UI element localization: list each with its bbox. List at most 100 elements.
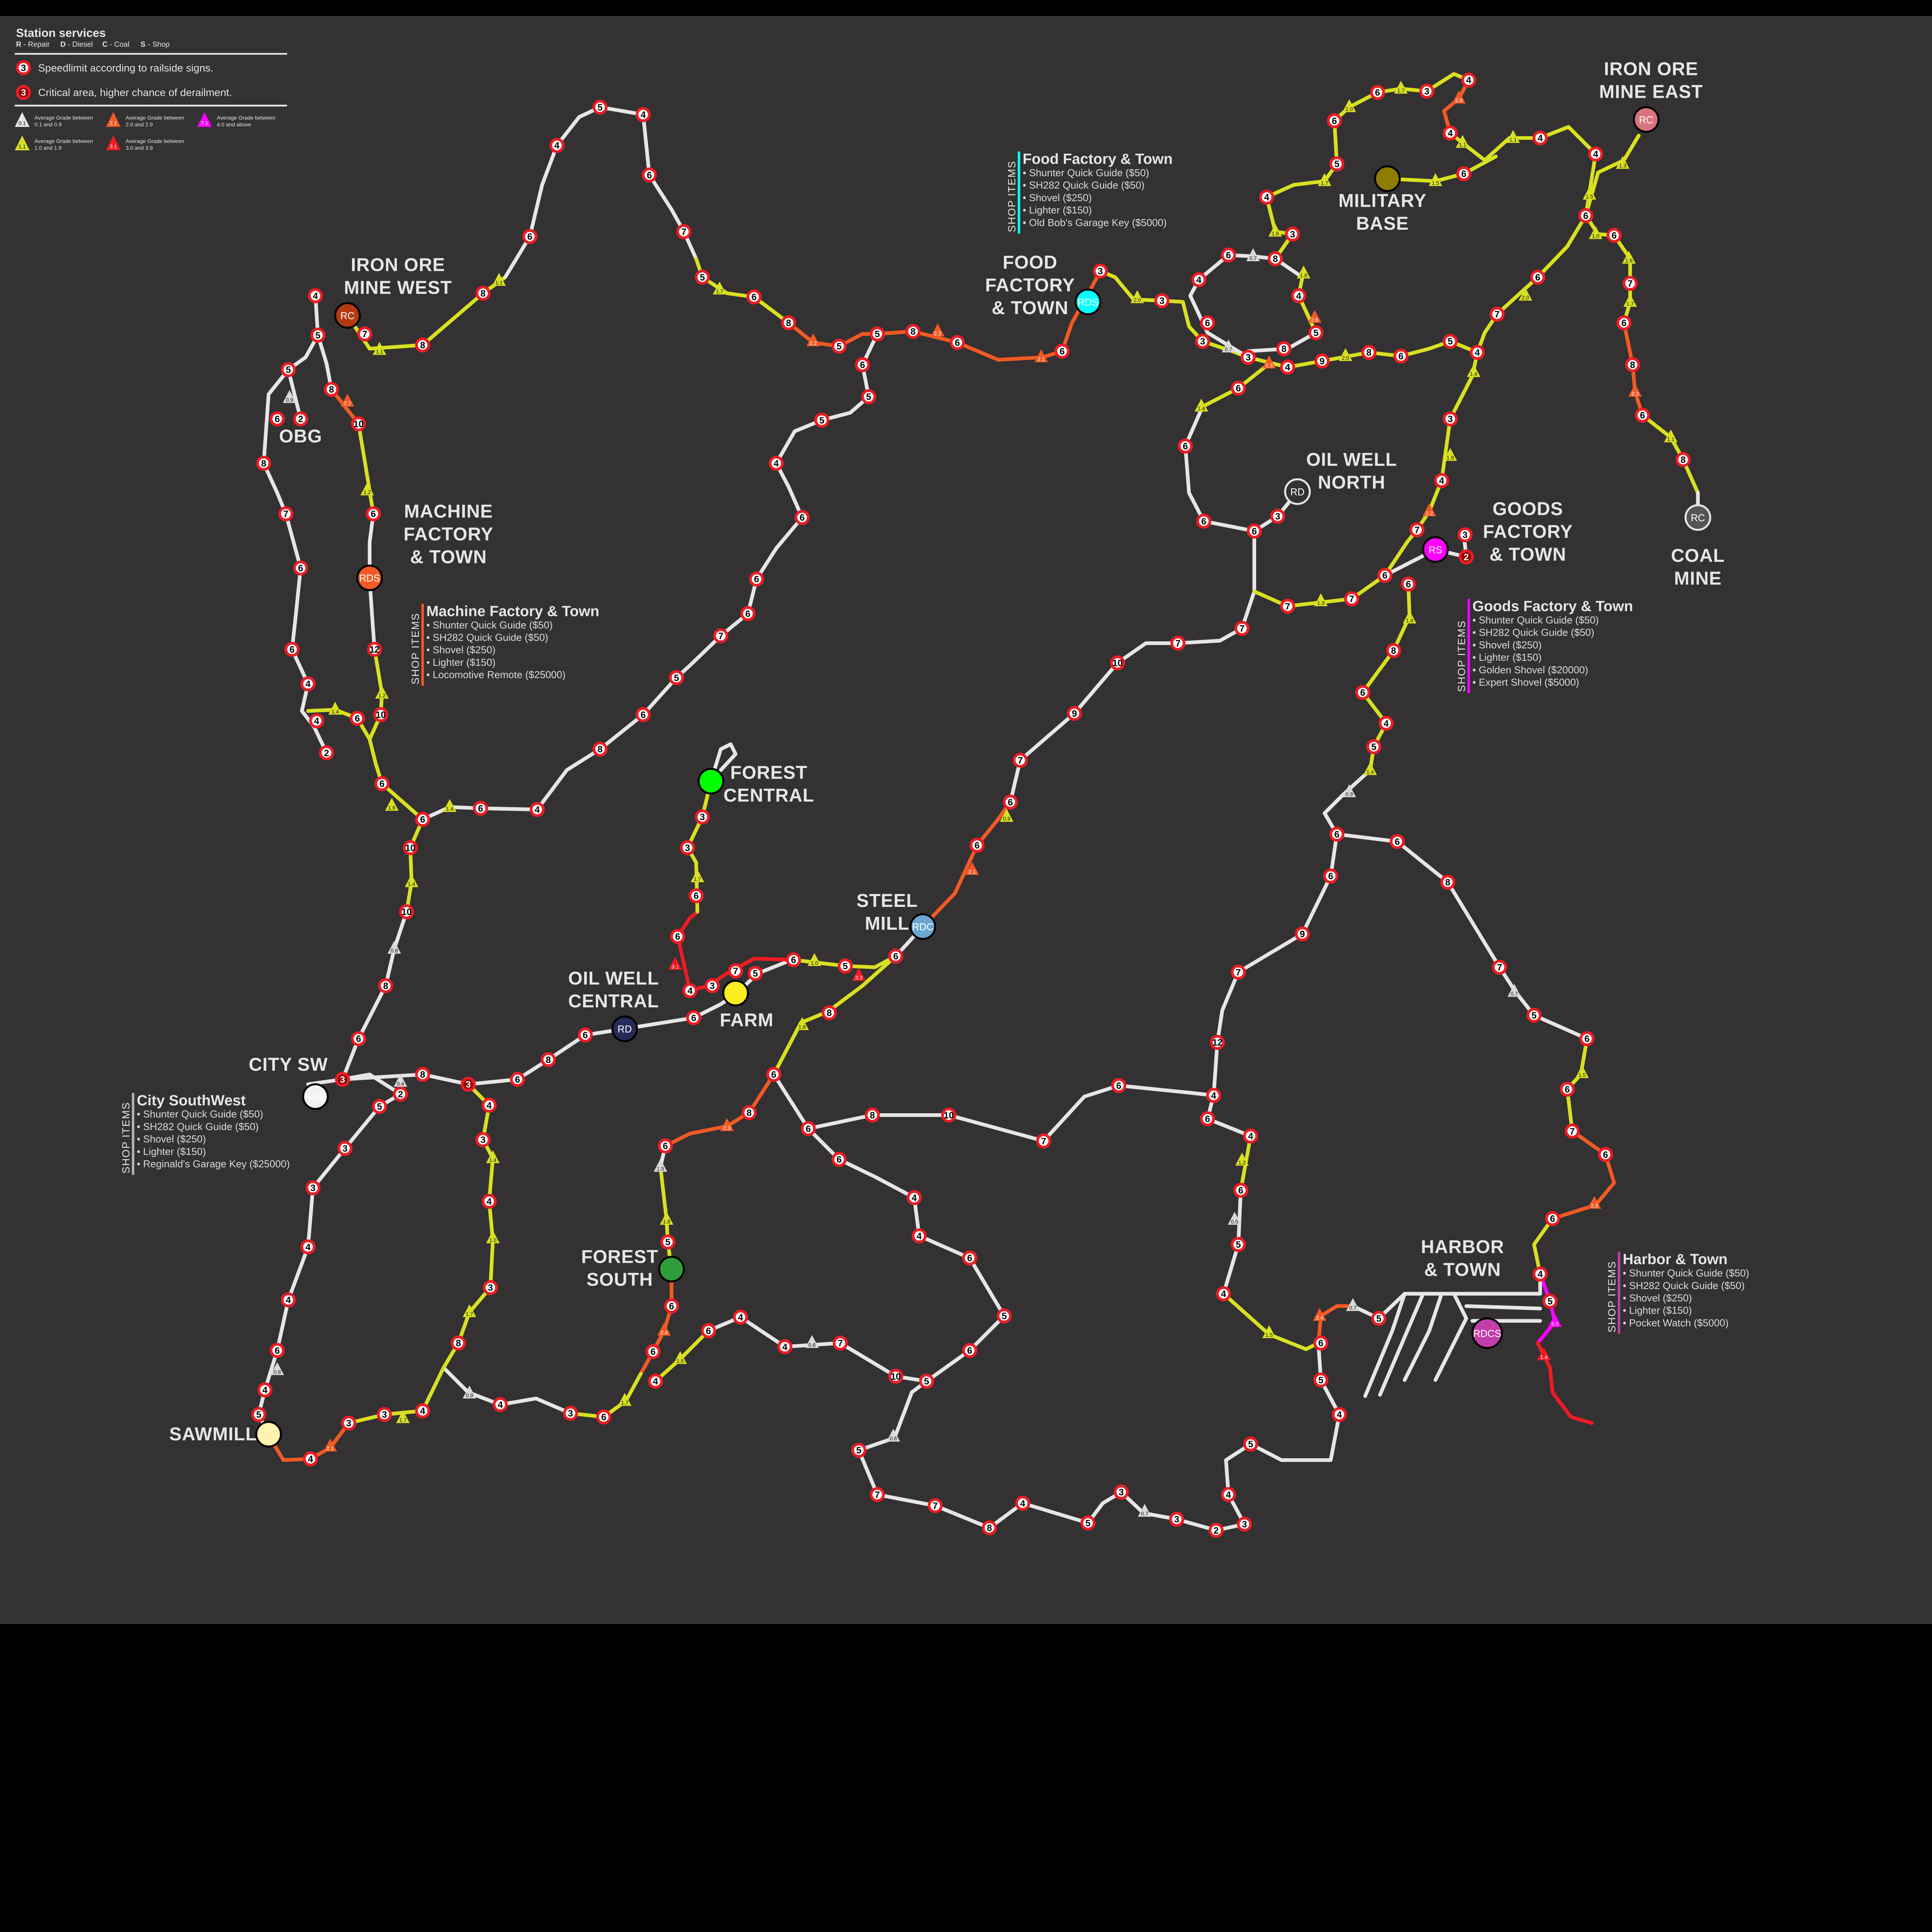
speed-sign-icon <box>833 1335 848 1351</box>
speed-limit-value: 3 <box>1200 337 1205 347</box>
speed-sign-icon <box>541 1052 556 1067</box>
speed-limit-value: 12 <box>1212 1037 1223 1048</box>
shop-item: • Golden Shovel ($20000) <box>1473 664 1588 675</box>
speed-limit-value: 6 <box>675 932 680 942</box>
shop-panel-accent-bar <box>1617 1252 1621 1334</box>
shop-items-heading: SHOP ITEMS <box>120 1102 132 1174</box>
track-segment <box>1442 78 1471 135</box>
speed-sign-icon <box>350 711 365 726</box>
grade-value: 1.7 <box>1626 301 1634 307</box>
speed-sign-icon <box>592 99 608 115</box>
station-marker-icon <box>697 768 724 795</box>
speed-limit-value: 6 <box>515 1075 520 1085</box>
speed-sign-icon <box>1295 926 1310 942</box>
speed-sign-icon <box>1313 1372 1328 1388</box>
critical-legend-text: Critical area, higher chance of derailme… <box>38 87 232 99</box>
speed-limit-value: 6 <box>1332 116 1337 126</box>
speed-sign-icon <box>1458 527 1473 543</box>
speed-limit-value: 3 <box>685 843 690 853</box>
grade-value: 2.3 <box>723 1125 731 1131</box>
speed-limit-value: 8 <box>597 744 602 755</box>
grade-triangle-icon <box>15 135 30 151</box>
grade-value: 0.8 <box>391 948 398 954</box>
track-segment <box>1206 832 1339 1138</box>
speed-sign-icon <box>855 357 870 372</box>
critical-speed-sign-icon <box>461 1077 476 1092</box>
speed-sign-icon <box>861 389 876 405</box>
speed-limit-value: 4 <box>687 986 693 996</box>
speed-limit-value: 8 <box>480 288 485 299</box>
speed-sign-icon <box>256 456 271 471</box>
track-segment <box>1403 1292 1444 1382</box>
grade-value: 1.2 <box>1238 1160 1246 1165</box>
grade-value: 2.3 <box>1631 391 1639 397</box>
speed-sign-icon <box>869 326 885 342</box>
grade-value: 0.4 <box>397 1081 404 1087</box>
speed-sign-icon <box>1469 345 1485 360</box>
station-name-label: GOODS <box>1493 499 1563 519</box>
speed-limit-value: 6 <box>1383 571 1388 581</box>
speed-sign-icon <box>415 337 430 353</box>
speed-limit-value: 7 <box>1414 525 1419 536</box>
speed-limit-value: 4 <box>917 1231 922 1242</box>
service-key-c: C <box>102 41 108 49</box>
speed-limit-value: 4 <box>486 1100 492 1111</box>
speed-limit-value: 4 <box>1384 718 1389 729</box>
speed-limit-value: 6 <box>1318 1338 1323 1349</box>
speed-sign-icon <box>1054 344 1070 359</box>
speed-limit-value: 6 <box>694 891 699 901</box>
grade-value: 2.6 <box>1455 98 1463 104</box>
track-segment <box>357 422 375 516</box>
grade-triangle-icon <box>1346 1298 1360 1311</box>
speed-sign-icon <box>337 1141 353 1156</box>
station-name-label: CITY SW <box>249 1054 328 1075</box>
shop-item: • SH282 Quick Guide ($50) <box>1023 179 1145 191</box>
speed-sign-icon <box>1291 288 1306 303</box>
speed-limit-value: 6 <box>1205 1114 1210 1124</box>
speed-sign-icon <box>1280 359 1295 375</box>
speed-sign-icon <box>713 628 728 643</box>
speed-sign-icon <box>801 1121 816 1136</box>
speed-limit-value: 4 <box>306 1242 311 1252</box>
grade-value: 2.2 <box>1425 510 1433 516</box>
speed-limit-value: 6 <box>1565 1084 1570 1095</box>
speed-limit-value: 6 <box>275 414 280 425</box>
grade-triangle-icon <box>1313 1308 1327 1321</box>
grade-triangle-icon <box>1422 503 1436 517</box>
speed-limit-value: 6 <box>647 170 652 180</box>
speed-sign-icon <box>1543 1293 1558 1309</box>
grade-value: 2.1 <box>968 869 976 875</box>
speed-sign-icon <box>1565 1123 1580 1139</box>
station-farm: FARM <box>720 980 773 1031</box>
speed-limit-value: 6 <box>745 609 750 619</box>
speed-sign-icon <box>1231 1237 1246 1252</box>
station-services-code: RDCS <box>1473 1328 1501 1339</box>
speed-sign-icon <box>997 1308 1012 1324</box>
speed-sign-icon <box>251 1407 267 1422</box>
track-segment <box>1532 1216 1554 1276</box>
speed-limit-value: 8 <box>786 318 791 328</box>
grade-triangle-icon <box>1342 99 1356 112</box>
grade-triangle-icon <box>1262 355 1276 369</box>
speed-limit-value: 6 <box>1640 410 1645 421</box>
speed-sign-icon <box>415 1403 430 1418</box>
speed-limit-value: 4 <box>1448 128 1453 139</box>
speed-sign-icon <box>1200 315 1215 330</box>
grade-triangle-icon <box>1623 294 1637 307</box>
grade-triangle-icon <box>106 135 121 151</box>
speed-limit-value: 9 <box>1072 709 1077 719</box>
grade-sample-value: 3.1 <box>201 121 208 126</box>
grade-triangle-icon <box>1588 226 1603 239</box>
speed-limit-value: 10 <box>405 843 416 853</box>
speed-sign-icon <box>493 1397 508 1412</box>
speed-sign-icon <box>1093 264 1108 279</box>
grade-value: 1.7 <box>1321 180 1328 186</box>
speed-limit-value: 6 <box>1183 441 1188 452</box>
grade-value: 1.4 <box>332 709 339 714</box>
grade-triangle-icon <box>690 869 704 883</box>
speed-limit-value: 7 <box>283 509 288 519</box>
speed-sign-icon <box>1377 568 1393 583</box>
